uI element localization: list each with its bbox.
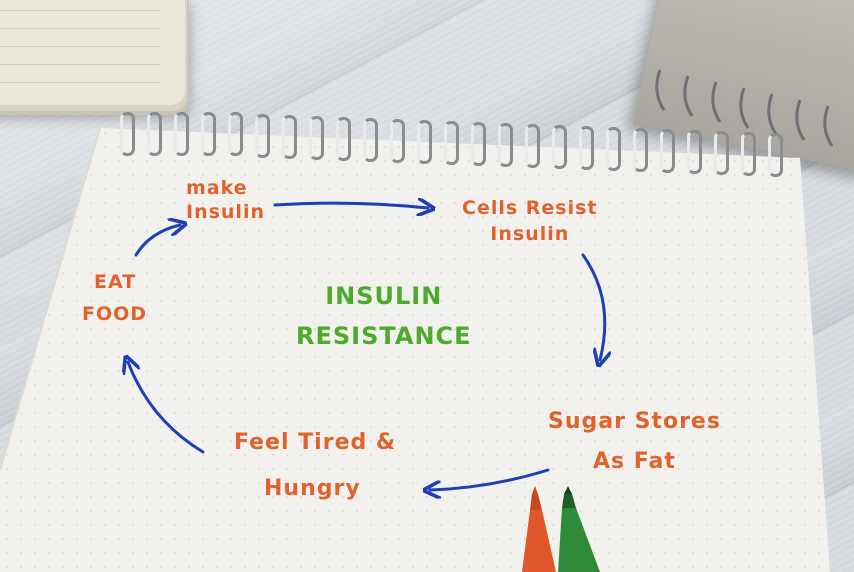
node-line: Feel Tired & [234, 430, 397, 455]
spiral-coil [228, 112, 243, 156]
spiral-coil [174, 112, 189, 156]
node-feel-tired: Feel Tired & Hungry [234, 420, 396, 512]
node-cells-resist: Cells Resist Insulin [462, 195, 598, 247]
node-line: EAT [94, 271, 137, 293]
spiral-coil [444, 121, 459, 165]
spiral-coil [606, 127, 621, 171]
spiral-coil [282, 115, 297, 159]
spiral-coil [309, 116, 324, 160]
node-line: Sugar Stores [548, 409, 721, 434]
arrow-sugar-to-tired [430, 468, 550, 490]
spiral-coil [120, 112, 135, 156]
spiral-coil [660, 129, 675, 173]
node-line: Insulin [490, 223, 570, 245]
node-line: As Fat [593, 449, 676, 474]
spiral-coil [552, 125, 567, 169]
notepad-rule [0, 10, 160, 11]
green-marker [558, 486, 600, 572]
notepad-rule [0, 28, 160, 29]
notepad-rule [0, 46, 160, 47]
node-make-insulin: make Insulin [186, 176, 265, 224]
spiral-coil [255, 114, 270, 158]
spiral-coil [525, 124, 540, 168]
center-title: INSULIN RESISTANCE [296, 276, 472, 356]
spiral-coil [363, 118, 378, 162]
notepad-top-left [0, 0, 185, 105]
title-line: INSULIN [325, 282, 443, 310]
orange-marker [522, 486, 556, 572]
spiral-coil [471, 122, 486, 166]
spiral-coil [741, 132, 756, 176]
arrow-eat-to-make [134, 225, 180, 257]
arrow-cells-to-sugar [581, 253, 605, 360]
node-sugar-stores: Sugar Stores As Fat [548, 402, 721, 482]
spiral-coil [498, 123, 513, 167]
spiral-coil [714, 131, 729, 175]
arrow-make-to-cells [273, 203, 428, 208]
title-line: RESISTANCE [296, 322, 472, 350]
notepad-rule [0, 82, 160, 83]
node-line: Hungry [264, 476, 361, 501]
arrow-tired-to-eat [128, 362, 205, 454]
spiral-coil [390, 119, 405, 163]
spiral-coil [579, 126, 594, 170]
spiral-coil [201, 112, 216, 156]
spiral-coil [417, 120, 432, 164]
notepad-rule [0, 64, 160, 65]
markers [522, 486, 600, 572]
node-line: FOOD [82, 303, 148, 325]
spiral-coil [768, 133, 783, 177]
node-line: Insulin [186, 201, 265, 223]
notebook-spiral-right [655, 69, 834, 147]
spiral-coil [336, 117, 351, 161]
spiral-coil [147, 112, 162, 156]
spiral-coil [687, 130, 702, 174]
node-line: make [186, 177, 248, 199]
spiral-coil [633, 128, 648, 172]
node-eat-food: EAT FOOD [82, 266, 147, 330]
node-line: Cells Resist [462, 197, 598, 219]
